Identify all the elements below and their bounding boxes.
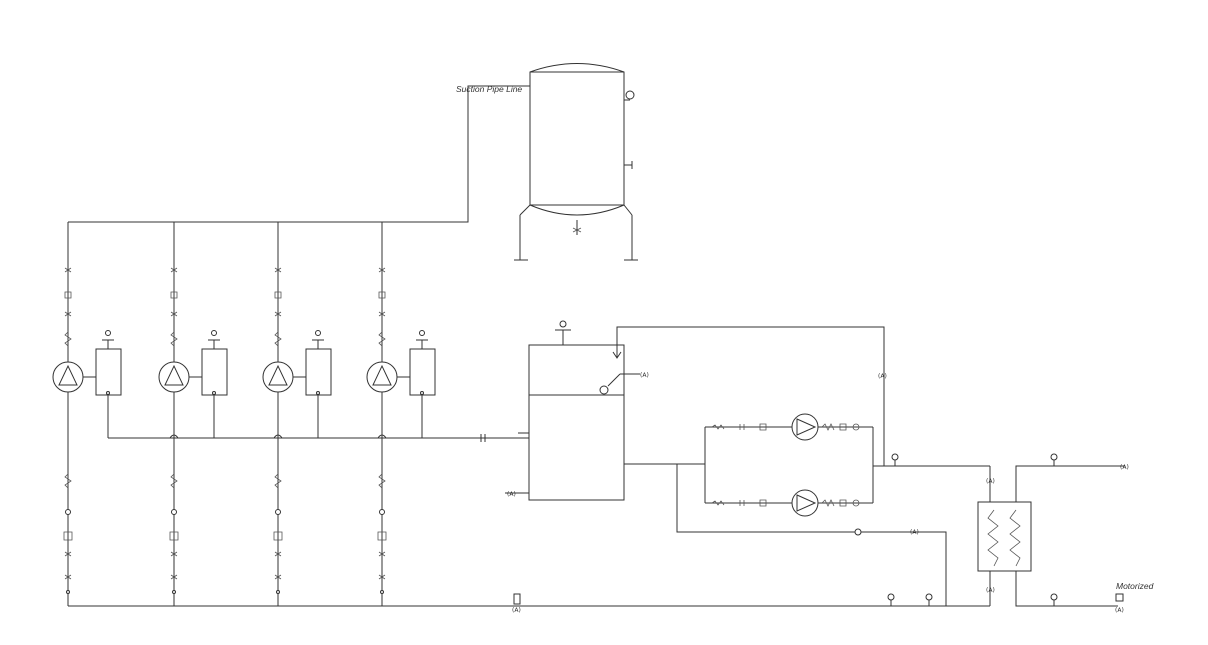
svg-text:(A): (A) — [878, 373, 887, 380]
pump-icon — [791, 489, 819, 517]
pump-stacks — [52, 222, 436, 606]
motorized-label: Motorized — [1116, 581, 1154, 591]
pump-stack — [158, 222, 228, 606]
pump-icon — [791, 413, 819, 441]
pump-stack — [366, 222, 436, 606]
svg-text:(A): (A) — [640, 372, 649, 379]
pump-icon — [52, 361, 84, 393]
pump-icon — [262, 361, 294, 393]
svg-text:(A): (A) — [910, 529, 919, 536]
pump-stack — [52, 222, 122, 606]
suction-header — [68, 85, 530, 223]
return-loop: (A) — [612, 326, 887, 466]
heat-exchanger-icon: (A) (A) (A) — [977, 453, 1129, 607]
svg-text:(A): (A) — [512, 607, 521, 614]
svg-text:(A): (A) — [1115, 607, 1124, 614]
svg-text:(A): (A) — [507, 491, 516, 498]
control-panel-icon — [397, 330, 436, 438]
control-tank: (A) (A) — [505, 320, 649, 501]
suction-tank — [514, 63, 638, 261]
pump-icon — [158, 361, 190, 393]
control-panel-icon — [189, 330, 228, 438]
pump-icon — [366, 361, 398, 393]
control-panel-icon — [293, 330, 332, 438]
circulation-pumps: (A) — [624, 413, 990, 606]
pump-stack — [262, 222, 332, 606]
svg-text:(A): (A) — [1120, 464, 1129, 471]
suction-pipe-label: Suction Pipe Line — [456, 84, 522, 94]
tank-gauge-icon — [624, 90, 635, 101]
svg-text:(A): (A) — [986, 478, 995, 485]
discharge-header — [68, 434, 978, 607]
motorized-valve-icon: (A) — [1115, 593, 1124, 614]
control-panel-icon — [83, 330, 122, 438]
svg-text:(A): (A) — [986, 587, 995, 594]
